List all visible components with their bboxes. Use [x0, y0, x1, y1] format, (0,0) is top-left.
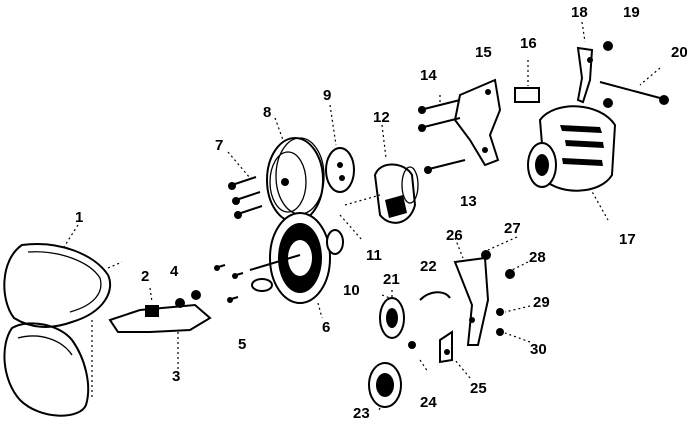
callout-28: 28	[529, 249, 546, 266]
callout-19: 19	[623, 4, 640, 21]
callout-23: 23	[353, 405, 370, 422]
spacer	[325, 104, 355, 193]
callout-10: 10	[343, 282, 360, 299]
callout-labels: 1 2 3 4 5 6 7 8 9 10 11 12 13 14 15 16 1…	[75, 4, 688, 422]
callout-8: 8	[263, 104, 271, 121]
callout-18: 18	[571, 4, 588, 21]
lower-bracket	[108, 287, 212, 370]
callout-2: 2	[141, 268, 149, 285]
callout-6: 6	[322, 319, 330, 336]
callout-29: 29	[533, 294, 550, 311]
studs	[214, 264, 244, 303]
callout-11: 11	[366, 247, 382, 264]
retaining-ring	[339, 214, 363, 241]
callout-12: 12	[373, 109, 390, 126]
callout-9: 9	[323, 87, 331, 104]
idler-assembly	[368, 250, 515, 413]
callout-26: 26	[446, 227, 463, 244]
callout-1: 1	[75, 209, 83, 226]
callout-25: 25	[470, 380, 487, 397]
alternator	[527, 105, 617, 221]
callout-4: 4	[170, 263, 179, 280]
hub-assembly	[249, 212, 344, 319]
callout-7: 7	[215, 137, 223, 154]
callout-30: 30	[530, 341, 547, 358]
adjuster-arm	[576, 21, 669, 108]
serpentine-belt	[3, 243, 123, 417]
callout-24: 24	[420, 394, 437, 411]
callout-3: 3	[172, 368, 180, 385]
callout-16: 16	[520, 35, 537, 52]
callout-17: 17	[619, 231, 636, 248]
callout-5: 5	[238, 336, 246, 353]
callout-14: 14	[420, 67, 437, 84]
callout-13: 13	[460, 193, 477, 210]
mounting-bracket	[418, 60, 540, 174]
callout-20: 20	[671, 44, 688, 61]
callout-27: 27	[504, 220, 521, 237]
pulley-bolts	[227, 151, 263, 219]
callout-21: 21	[383, 271, 400, 288]
callout-15: 15	[475, 44, 492, 61]
leader-lines	[61, 224, 531, 379]
pump-body	[344, 124, 419, 224]
callout-22: 22	[420, 258, 437, 275]
main-pulley	[266, 117, 325, 223]
